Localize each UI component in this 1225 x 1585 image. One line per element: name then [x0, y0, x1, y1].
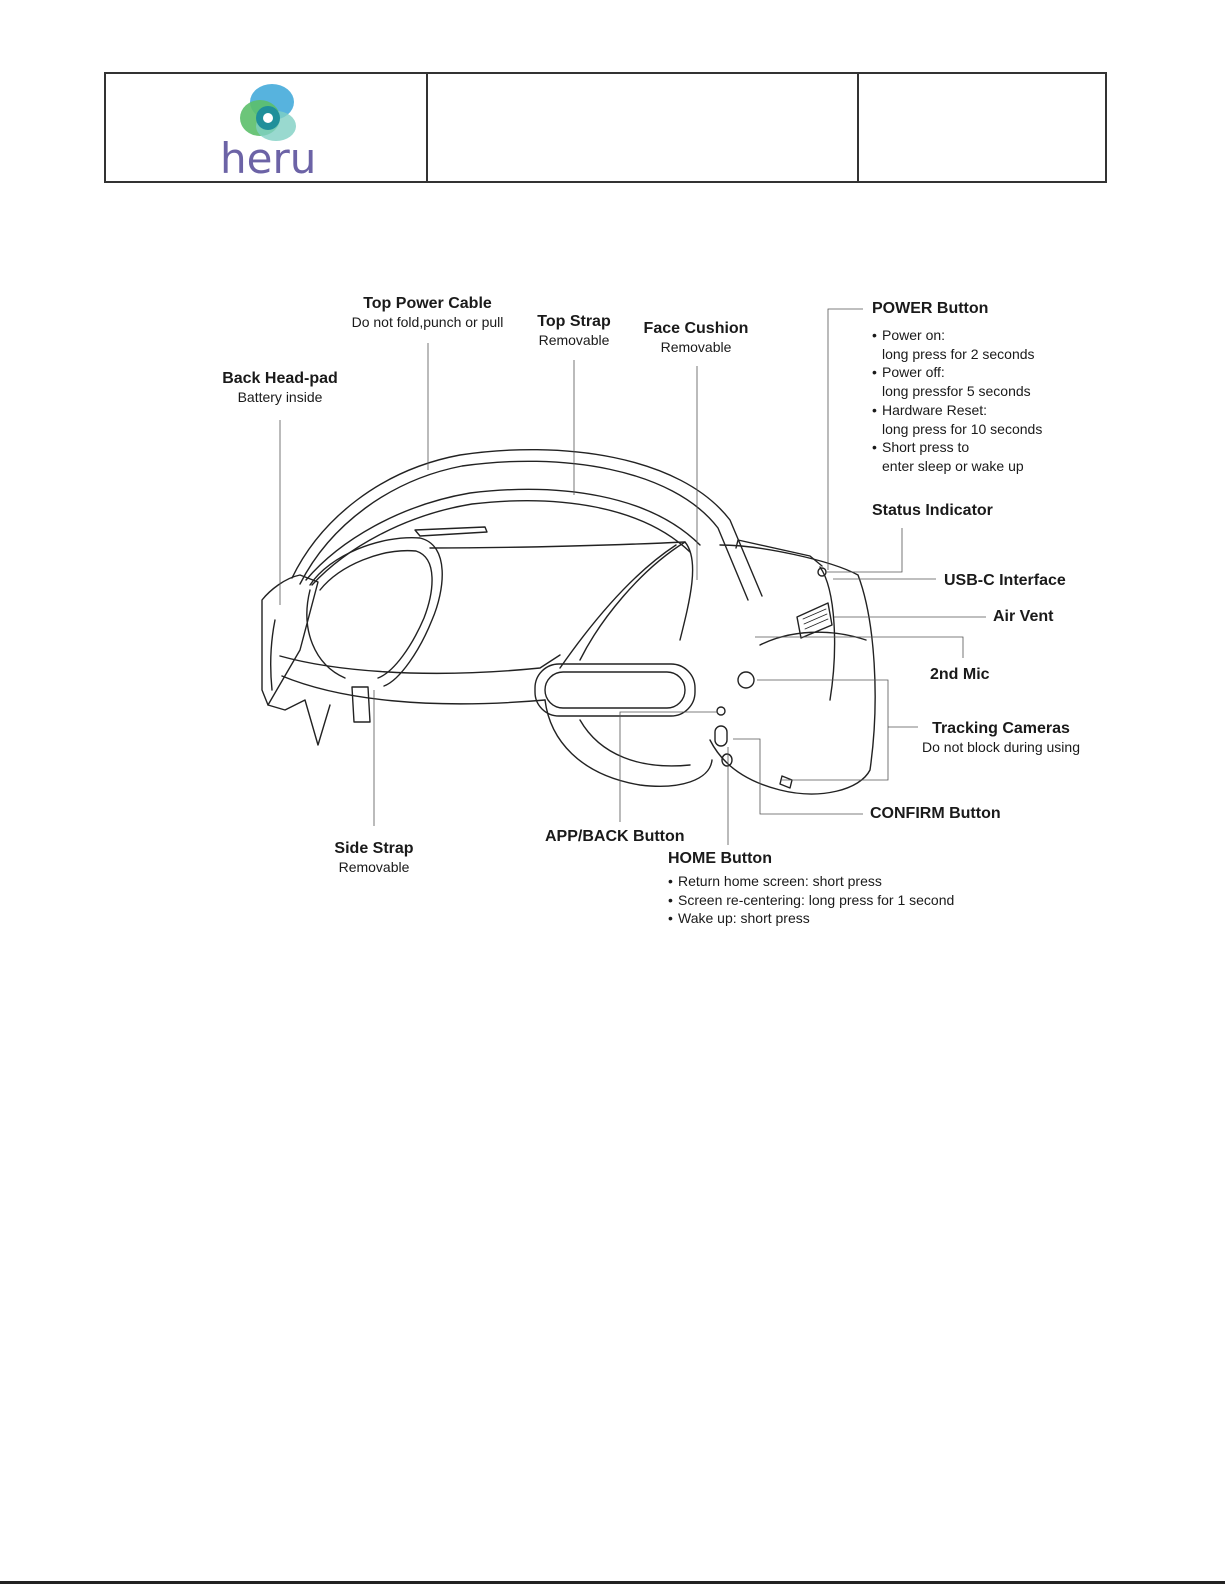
top-strap-label: Top Strap Removable	[524, 312, 624, 350]
bottom-rule	[0, 1581, 1225, 1584]
app-back-button-label: APP/BACK Button	[545, 827, 685, 846]
power-button-label: POWER Button Power on:long press for 2 s…	[872, 299, 1112, 476]
home-recenter-item: Screen re-centering: long press for 1 se…	[668, 891, 998, 910]
home-button-label: HOME Button Return home screen: short pr…	[668, 849, 998, 928]
air-vent-label: Air Vent	[993, 607, 1053, 626]
face-cushion-label: Face Cushion Removable	[630, 319, 762, 357]
tracking-cameras-label: Tracking Cameras Do not block during usi…	[908, 719, 1094, 757]
status-indicator-label: Status Indicator	[872, 501, 993, 520]
home-wake-item: Wake up: short press	[668, 909, 998, 928]
usb-c-label: USB-C Interface	[944, 571, 1066, 590]
power-button-instructions: Power on:long press for 2 seconds Power …	[872, 326, 1112, 476]
side-strap-label: Side Strap Removable	[318, 839, 430, 877]
hardware-reset-item: Hardware Reset:long press for 10 seconds	[872, 401, 1112, 438]
back-head-pad-label: Back Head-pad Battery inside	[208, 369, 352, 407]
headset-illustration	[262, 450, 875, 794]
power-on-item: Power on:long press for 2 seconds	[872, 326, 1112, 363]
power-off-item: Power off:long pressfor 5 seconds	[872, 363, 1112, 400]
home-button-instructions: Return home screen: short press Screen r…	[668, 872, 998, 928]
top-power-cable-label: Top Power Cable Do not fold,punch or pul…	[330, 294, 525, 332]
confirm-button-label: CONFIRM Button	[870, 804, 1001, 823]
second-mic-label: 2nd Mic	[930, 665, 990, 684]
home-return-item: Return home screen: short press	[668, 872, 998, 891]
